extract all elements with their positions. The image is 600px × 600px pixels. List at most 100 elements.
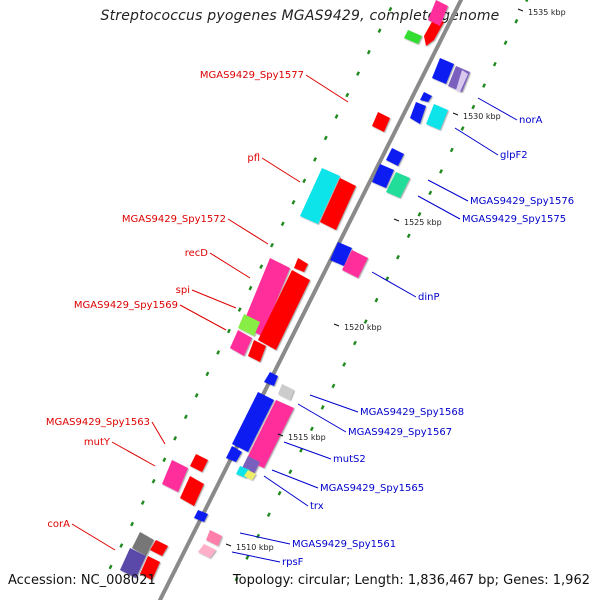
ruler-label: 1515 kbp — [288, 433, 326, 442]
track-dash — [216, 350, 221, 355]
ruler-tick — [452, 112, 459, 116]
gene-feature[interactable] — [264, 372, 278, 386]
gene-feature[interactable] — [238, 314, 260, 336]
label-leader — [261, 157, 301, 183]
label-leader — [283, 441, 332, 460]
gene-label-recD[interactable]: recD — [185, 248, 209, 259]
label-leader — [111, 441, 156, 467]
gene-label-rpsF[interactable]: rpsF — [282, 557, 304, 568]
gene-feature[interactable] — [300, 168, 340, 224]
track-dash — [194, 393, 199, 398]
gene-feature[interactable] — [258, 270, 310, 350]
gene-label-MGAS9429_Spy1572[interactable]: MGAS9429_Spy1572 — [122, 214, 226, 225]
ruler-label: 1535 kbp — [528, 8, 566, 17]
track-dash — [525, 0, 529, 3]
gene-feature[interactable] — [150, 540, 168, 556]
track-dash — [248, 285, 253, 291]
ruler-label: 1510 kbp — [236, 543, 274, 552]
gene-feature[interactable] — [420, 92, 432, 102]
track-dash — [119, 543, 124, 548]
track-dash — [108, 564, 113, 570]
label-leader — [305, 74, 349, 103]
track-dash — [334, 114, 339, 119]
label-leader — [239, 532, 291, 545]
label-leader — [454, 127, 499, 156]
track-dash — [288, 469, 293, 475]
gene-label-MGAS9429_Spy1565[interactable]: MGAS9429_Spy1565 — [320, 483, 424, 494]
track-dash — [226, 328, 231, 334]
track-dash — [417, 211, 422, 217]
track-dash — [482, 83, 487, 88]
gene-label-MGAS9429_Spy1568[interactable]: MGAS9429_Spy1568 — [360, 407, 464, 418]
gene-feature[interactable] — [120, 548, 146, 578]
track-dash — [471, 104, 476, 110]
gene-feature[interactable] — [426, 104, 448, 130]
track-dash — [259, 264, 264, 269]
gene-feature[interactable] — [330, 242, 352, 266]
ruler-tick — [393, 218, 400, 222]
gene-feature[interactable] — [320, 178, 356, 230]
gene-label-MGAS9429_Spy1575[interactable]: MGAS9429_Spy1575 — [462, 214, 566, 225]
track-dash — [130, 521, 135, 527]
gene-feature[interactable] — [248, 340, 266, 362]
gene-label-mutS2[interactable]: mutS2 — [333, 454, 366, 465]
track-dash — [352, 340, 357, 346]
gene-feature[interactable] — [432, 58, 454, 84]
gene-feature[interactable] — [206, 530, 222, 546]
gene-label-mutY[interactable]: mutY — [84, 437, 111, 448]
gene-feature[interactable] — [232, 392, 274, 452]
label-leader — [71, 523, 116, 551]
gene-feature[interactable] — [246, 400, 294, 468]
gene-feature[interactable] — [278, 384, 294, 400]
gene-feature[interactable] — [372, 112, 390, 132]
gene-feature[interactable] — [180, 476, 204, 506]
gene-label-corA[interactable]: corA — [47, 519, 70, 530]
gene-feature[interactable] — [428, 0, 448, 26]
gene-feature[interactable] — [410, 102, 426, 124]
gene-feature[interactable] — [386, 172, 410, 198]
gene-feature[interactable] — [194, 510, 208, 522]
label-leader — [297, 403, 347, 433]
gene-feature[interactable] — [404, 30, 422, 44]
genome-summary: Topology: circular; Length: 1,836,467 bp… — [232, 573, 590, 588]
track-dash — [266, 512, 271, 517]
gene-feature[interactable] — [132, 532, 154, 556]
gene-feature[interactable] — [190, 454, 208, 472]
gene-feature[interactable] — [244, 470, 256, 480]
track-dash — [377, 28, 382, 34]
gene-label-spi[interactable]: spi — [176, 285, 190, 296]
gene-feature[interactable] — [242, 258, 290, 336]
gene-feature[interactable] — [140, 556, 160, 580]
gene-label-dinP[interactable]: dinP — [418, 292, 440, 303]
gene-feature[interactable] — [294, 258, 308, 272]
gene-feature[interactable] — [386, 148, 404, 166]
gene-label-norA[interactable]: norA — [519, 115, 543, 126]
gene-label-trx[interactable]: trx — [310, 501, 324, 512]
gene-label-MGAS9429_Spy1576[interactable]: MGAS9429_Spy1576 — [470, 196, 574, 207]
track-dash — [388, 6, 393, 12]
track-dash — [299, 447, 304, 453]
gene-label-MGAS9429_Spy1563[interactable]: MGAS9429_Spy1563 — [46, 417, 150, 428]
gene-feature[interactable] — [342, 250, 368, 278]
gene-label-glpF2[interactable]: glpF2 — [500, 150, 528, 161]
gene-label-MGAS9429_Spy1567[interactable]: MGAS9429_Spy1567 — [348, 427, 452, 438]
label-leader — [271, 469, 319, 489]
track-dash — [140, 500, 145, 505]
track-dash — [342, 362, 347, 367]
gene-feature[interactable] — [230, 330, 252, 356]
gene-label-MGAS9429_Spy1561[interactable]: MGAS9429_Spy1561 — [292, 539, 396, 550]
label-leader — [417, 195, 461, 220]
gene-feature[interactable] — [372, 164, 394, 188]
gene-label-MGAS9429_Spy1577[interactable]: MGAS9429_Spy1577 — [200, 70, 304, 81]
label-leader — [151, 421, 166, 445]
gene-label-MGAS9429_Spy1569[interactable]: MGAS9429_Spy1569 — [74, 300, 178, 311]
gene-feature[interactable] — [226, 446, 242, 462]
gene-label-pfl[interactable]: pfl — [247, 153, 260, 164]
gene-feature[interactable] — [456, 70, 468, 92]
track-dash — [374, 297, 379, 303]
gene-feature[interactable] — [162, 460, 188, 492]
track-dash — [237, 307, 242, 312]
gene-feature[interactable] — [198, 544, 216, 558]
track-dash — [356, 71, 361, 76]
